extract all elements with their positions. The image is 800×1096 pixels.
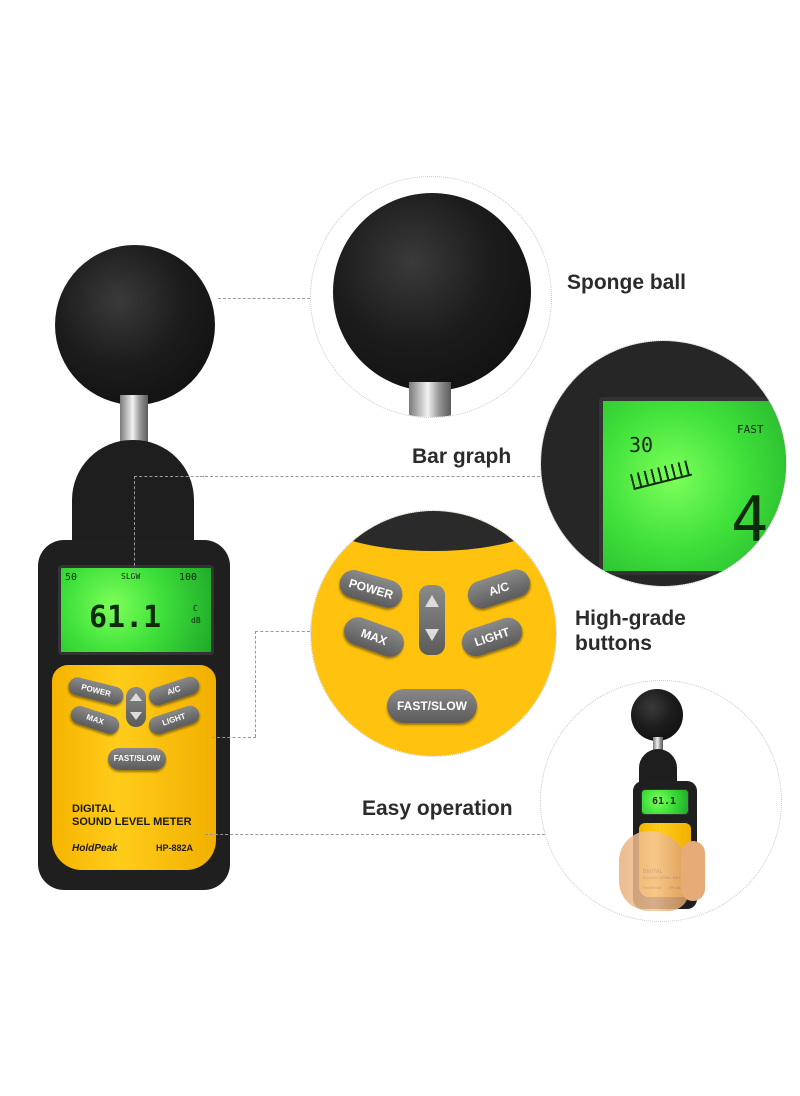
brand-logo: HoldPeak xyxy=(72,843,118,854)
sponge-ball xyxy=(55,245,215,405)
lcd-reading: 61.1 xyxy=(89,600,162,635)
fast-slow-button-closeup[interactable]: FAST/SLOW xyxy=(387,689,477,723)
bar-graph-mode: FAST xyxy=(737,423,764,436)
easy-operation-label: Easy operation xyxy=(362,797,513,820)
bar-graph-connector-tail xyxy=(134,476,204,477)
bar-graph-zoom: 30 FAST 4 xyxy=(540,340,787,587)
lcd-range-low: 50 xyxy=(65,572,78,583)
up-down-button[interactable] xyxy=(126,687,146,727)
lcd-unit-db: dB xyxy=(191,616,201,625)
sponge-ball-zoom xyxy=(310,176,552,418)
sponge-ball-closeup xyxy=(333,193,531,391)
sponge-connector xyxy=(218,298,310,299)
buttons-connector-top xyxy=(255,631,310,632)
lcd-unit-c: C xyxy=(193,604,198,613)
lcd-closeup: 30 FAST 4 xyxy=(599,397,786,575)
buttons-connector-bottom xyxy=(212,737,256,738)
lcd-range-high: 100 xyxy=(179,572,198,583)
down-arrow-closeup-icon xyxy=(425,629,439,641)
bar-graph-connector-drop xyxy=(134,476,135,576)
meter-neck xyxy=(72,440,194,550)
sponge-ball-small xyxy=(631,689,683,741)
fast-slow-button[interactable]: FAST/SLOW xyxy=(108,748,166,770)
buttons-zoom: POWER A/C MAX LIGHT FAST/SLOW xyxy=(310,510,557,757)
microphone-stem xyxy=(120,395,148,447)
meter-neck-small xyxy=(639,749,677,785)
device-label-line1: DIGITAL xyxy=(72,803,116,815)
high-grade-buttons-label: High-grade buttons xyxy=(575,606,686,656)
up-arrow-icon xyxy=(130,693,142,701)
high-grade-line2: buttons xyxy=(575,632,652,656)
hand-thumb xyxy=(681,841,705,901)
microphone-stem-small xyxy=(653,737,663,751)
bar-graph-connector xyxy=(200,476,540,477)
sound-level-meter: 50 SLOW 100 61.1 C dB POWER A/C MAX LIGH… xyxy=(30,235,240,895)
bar-graph-range: 30 xyxy=(629,433,654,457)
sponge-ball-label: Sponge ball xyxy=(567,271,687,294)
high-grade-line1: High-grade xyxy=(575,607,686,630)
down-arrow-icon xyxy=(130,712,142,720)
hand xyxy=(619,831,689,911)
microphone-stem-closeup xyxy=(409,382,451,417)
bar-graph-ticks xyxy=(629,459,693,491)
lcd-partial-digit: 4 xyxy=(731,483,769,556)
lcd-display: 50 SLOW 100 61.1 C dB xyxy=(58,565,214,655)
lcd-mode: SLOW xyxy=(121,572,141,581)
buttons-connector-vertical xyxy=(255,631,256,737)
lcd-small: 61.1 xyxy=(641,789,689,815)
model-number: HP-882A xyxy=(156,843,194,853)
bar-graph-label: Bar graph xyxy=(412,445,512,468)
up-down-button-closeup[interactable] xyxy=(419,585,445,655)
easy-operation-connector xyxy=(205,834,550,835)
handheld-zoom: 61.1 DIGITAL SOUND LEVEL METER HoldPeak … xyxy=(540,680,782,922)
device-label-line2: SOUND LEVEL METER xyxy=(72,816,192,828)
lcd-reading-small: 61.1 xyxy=(652,796,677,807)
up-arrow-closeup-icon xyxy=(425,595,439,607)
